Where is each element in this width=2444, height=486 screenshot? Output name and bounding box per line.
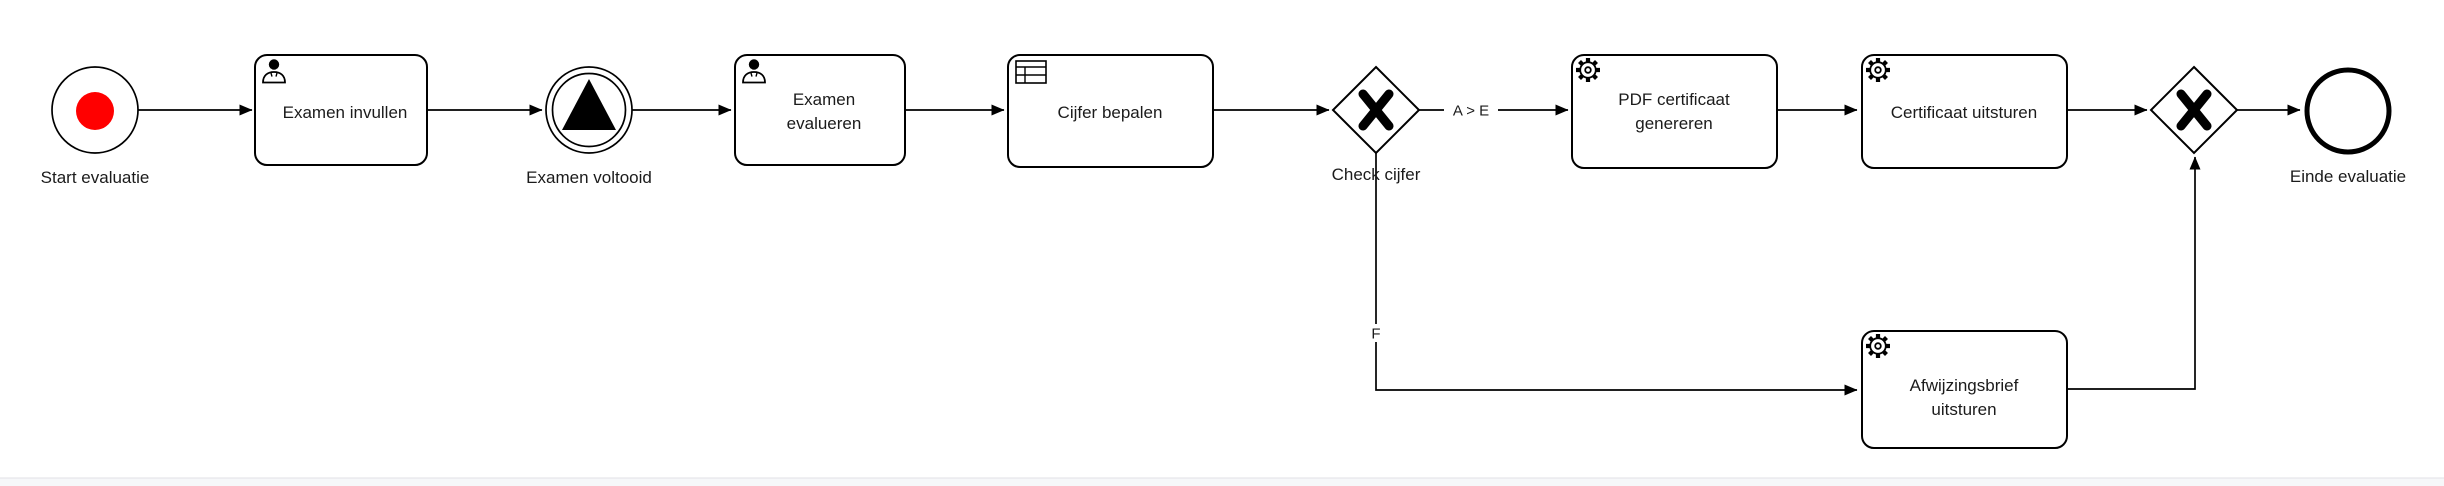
bottom-panel-strip [0,478,2444,486]
event-examen-voltooid-node[interactable]: Examen voltooid [526,66,652,187]
task-label-line1: Afwijzingsbrief [1910,376,2019,395]
gear-icon [1866,58,1890,82]
task-afwijzingsbrief-uitsturen-node[interactable]: Afwijzingsbrief uitsturen [1861,330,2068,449]
task-label-line2: genereren [1635,114,1713,133]
edge-label-fail: F [1371,325,1380,342]
gateway-check-cijfer-node[interactable]: Check cijfer [1331,65,1421,184]
flow-afwijzingsbrief-to-merge-gateway[interactable] [2067,156,2201,390]
start-event-node[interactable]: Start evaluatie [41,66,150,187]
task-examen-invullen-node[interactable]: Examen invullen [254,54,428,166]
end-event-node[interactable]: Einde evaluatie [2290,67,2406,186]
business-rule-table-icon [1015,60,1047,84]
task-shape [1007,54,1214,168]
signal-triangle-icon [562,79,616,130]
task-label: Certificaat uitsturen [1891,103,2037,122]
start-event-label: Start evaluatie [41,168,150,187]
task-label: Examen invullen [283,103,408,122]
gear-icon [1576,58,1600,82]
end-event-label: Einde evaluatie [2290,167,2406,186]
task-cijfer-bepalen-node[interactable]: Cijfer bepalen [1007,54,1214,168]
task-label: Cijfer bepalen [1058,103,1163,122]
task-shape [734,54,906,166]
task-shape [1571,54,1778,169]
edge-label-background [1368,324,1385,342]
edge-label-background [1444,101,1498,119]
task-label-line2: uitsturen [1931,400,1996,419]
event-label: Examen voltooid [526,168,652,187]
gear-icon [1866,334,1890,358]
task-label-line1: Examen [793,90,855,109]
flow-gateway-fail-branch[interactable] [1375,153,1858,396]
task-label-line1: PDF certificaat [1618,90,1730,109]
task-shape [1861,330,2068,449]
gateway-label: Check cijfer [1332,165,1421,184]
task-shape [1861,54,2068,169]
merge-gateway-node[interactable] [2149,65,2239,155]
task-label-line2: evalueren [787,114,862,133]
red-dot-icon [76,92,114,130]
task-pdf-certificaat-genereren-node[interactable]: PDF certificaat genereren [1571,54,1778,169]
end-event-circle [2304,67,2392,155]
task-certificaat-uitsturen-node[interactable]: Certificaat uitsturen [1861,54,2068,169]
edge-label-pass: A > E [1453,102,1489,119]
task-shape [254,54,428,166]
task-examen-evalueren-node[interactable]: Examen evalueren [734,54,906,166]
